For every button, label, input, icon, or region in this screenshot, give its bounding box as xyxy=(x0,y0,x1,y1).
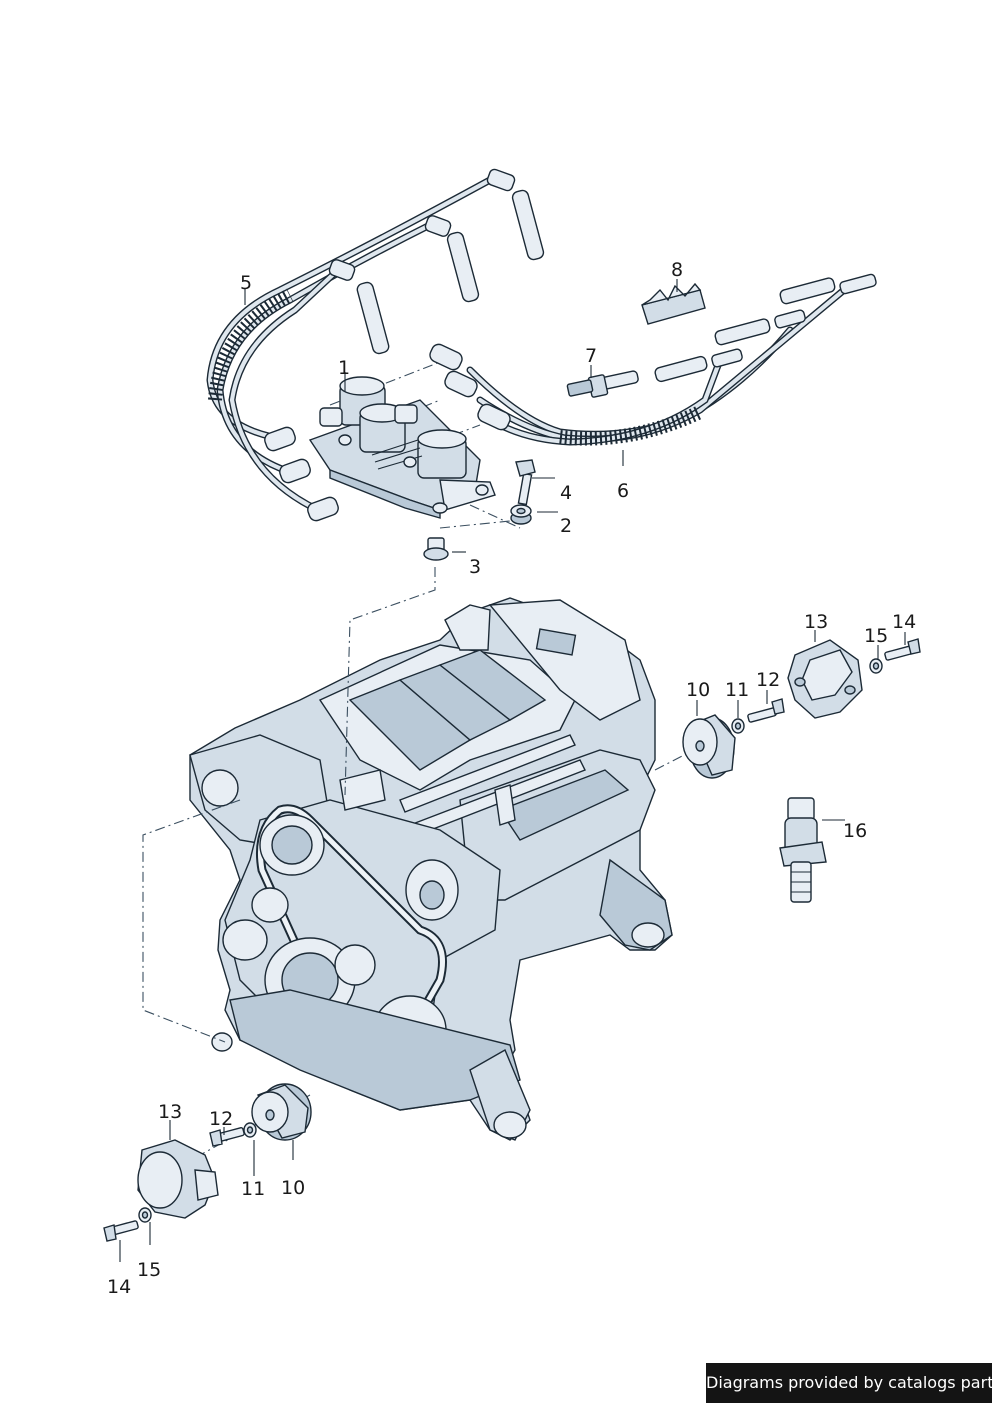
ignition-coil xyxy=(308,376,496,519)
callout-11-upper: 11 xyxy=(725,679,750,701)
callout-15-lower: 15 xyxy=(137,1259,162,1281)
ignition-lead-set-left xyxy=(206,168,545,522)
callout-2: 2 xyxy=(560,515,573,537)
camshaft-solenoid xyxy=(779,797,827,903)
leader-lines xyxy=(119,279,906,1262)
damper-assembly-upper xyxy=(682,638,921,779)
callout-1: 1 xyxy=(338,357,351,379)
callout-10-lower: 10 xyxy=(281,1177,306,1199)
callout-8: 8 xyxy=(671,259,684,281)
callout-12-lower: 12 xyxy=(209,1108,234,1130)
callout-14-upper: 14 xyxy=(892,611,917,633)
ignition-lead-set-right xyxy=(429,273,877,446)
credit-banner: Diagrams provided by catalogs parts xyxy=(706,1363,992,1403)
callout-13-lower: 13 xyxy=(158,1101,183,1123)
callout-14-lower: 14 xyxy=(107,1276,132,1298)
callout-12-upper: 12 xyxy=(756,669,781,691)
callout-5: 5 xyxy=(240,272,253,294)
callout-10-upper: 10 xyxy=(686,679,711,701)
callout-3: 3 xyxy=(469,556,482,578)
callout-6: 6 xyxy=(617,480,630,502)
callout-4: 4 xyxy=(560,482,573,504)
callout-15-upper: 15 xyxy=(864,625,889,647)
engine-block xyxy=(189,597,673,1141)
lead-holder-clip xyxy=(641,282,706,325)
damping-washer xyxy=(510,504,532,525)
spacer-sleeve xyxy=(423,537,449,561)
callout-16: 16 xyxy=(843,820,868,842)
spark-plug xyxy=(566,370,639,398)
callout-13-upper: 13 xyxy=(804,611,829,633)
damper-assembly-lower xyxy=(103,1083,312,1242)
coil-bolt xyxy=(515,459,536,506)
callout-11-lower: 11 xyxy=(241,1178,266,1200)
callout-7: 7 xyxy=(585,345,598,367)
